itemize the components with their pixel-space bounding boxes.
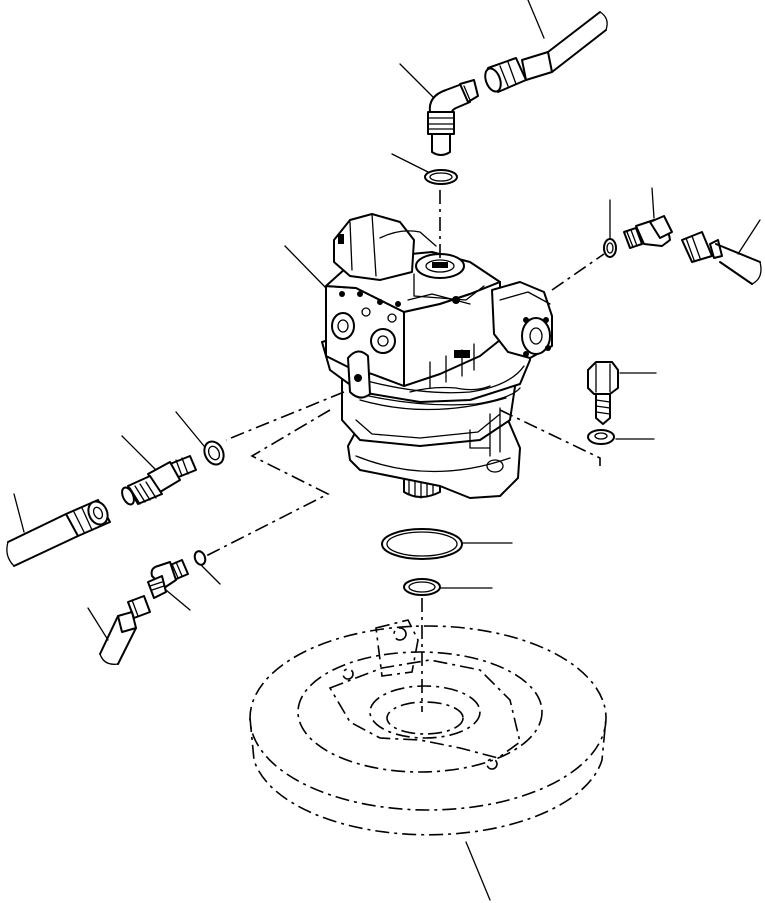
hose-lower-left bbox=[100, 596, 150, 664]
o-ring-top bbox=[425, 170, 457, 184]
bolt-axis bbox=[500, 410, 600, 466]
hose-top-right bbox=[482, 12, 607, 94]
straight-fitting-left bbox=[120, 456, 196, 506]
hose-top-right-leader-line bbox=[528, 0, 544, 38]
pump-assembly bbox=[322, 214, 552, 498]
hose-right-leader-line bbox=[738, 220, 760, 254]
elbow-top-leader-line bbox=[400, 64, 434, 98]
pump-assembly-leader-line bbox=[285, 246, 326, 288]
o-ring-lower-left-leader-line bbox=[202, 566, 220, 584]
hose-left-leader-line bbox=[14, 494, 24, 532]
o-ring-lower-left bbox=[193, 550, 207, 567]
hose-left bbox=[7, 498, 111, 566]
elbow-fitting-right bbox=[624, 216, 672, 248]
elbow-lower-left-leader-line bbox=[166, 590, 190, 610]
elbow-fitting-lower-left bbox=[148, 560, 188, 598]
o-ring-left-leader-line bbox=[176, 412, 204, 446]
lower-left-port-axis bbox=[206, 410, 330, 556]
o-ring-top-leader-line bbox=[392, 154, 428, 172]
washer bbox=[588, 430, 614, 444]
housing-leader-line bbox=[466, 842, 490, 900]
o-ring-large bbox=[382, 529, 462, 559]
o-ring-small bbox=[404, 579, 440, 595]
hose-lower-left-leader-line bbox=[88, 608, 108, 640]
left-port-axis bbox=[226, 392, 344, 440]
o-ring-right bbox=[604, 239, 616, 257]
o-ring-left bbox=[201, 438, 227, 467]
bolt bbox=[588, 362, 618, 424]
hose-right bbox=[682, 232, 761, 284]
straight-fitting-leader-line bbox=[122, 436, 156, 470]
elbow-right-leader-line bbox=[652, 188, 654, 218]
right-port-axis bbox=[552, 254, 604, 290]
housing-flywheel bbox=[250, 620, 606, 835]
elbow-fitting-top bbox=[428, 80, 478, 155]
